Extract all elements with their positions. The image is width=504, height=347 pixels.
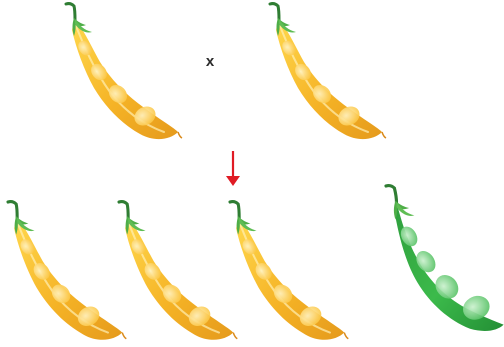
parent-pod-yellow-right <box>268 2 388 141</box>
down-arrow-icon <box>226 151 240 186</box>
offspring-pod-green <box>384 184 504 333</box>
offspring-pod-yellow-3 <box>228 200 350 342</box>
parent-pod-yellow-left <box>64 2 184 141</box>
offspring-pod-yellow-2 <box>117 200 239 342</box>
offspring-pod-yellow-1 <box>6 200 128 342</box>
cross-symbol: x <box>205 53 215 70</box>
